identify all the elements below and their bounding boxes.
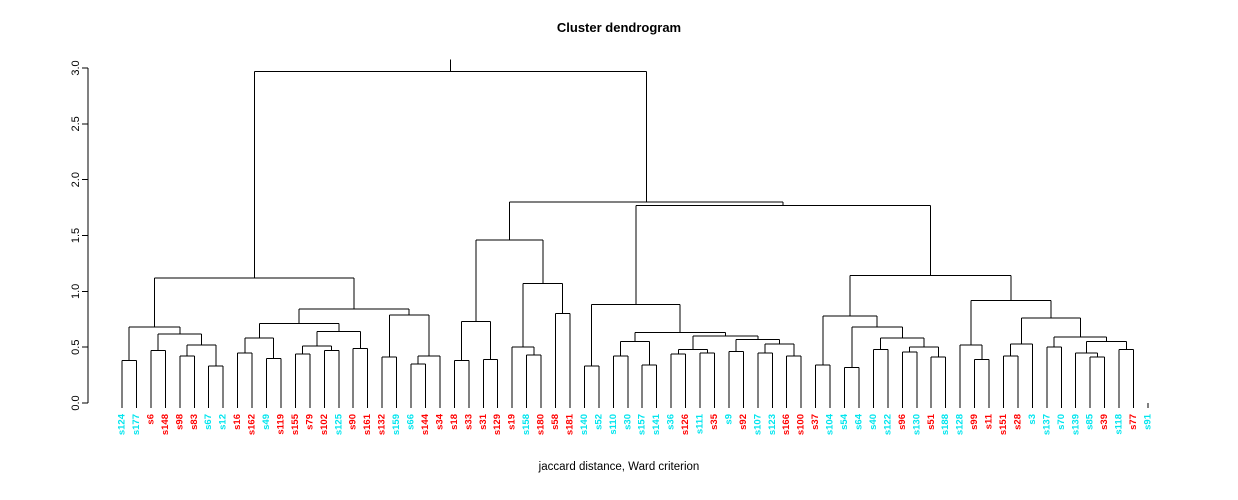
leaf-label: s54 [839, 413, 850, 430]
leaf-label: s151 [998, 413, 1009, 435]
leaf-label: s70 [1056, 414, 1067, 430]
leaf-label: s6 [145, 414, 156, 425]
leaf-label: s118 [1114, 414, 1125, 435]
leaf-label: s139 [1070, 414, 1081, 435]
leaf-label: s166 [781, 414, 792, 435]
leaf-label: s33 [463, 414, 474, 430]
leaf-label: s28 [1012, 414, 1023, 430]
leaf-label: s162 [247, 414, 258, 435]
leaf-label: s110 [608, 414, 619, 435]
leaf-label: s161 [362, 413, 373, 435]
leaf-label: s122 [882, 414, 893, 435]
leaf-label: s52 [593, 414, 604, 430]
y-axis-tick-label: 2.5 [70, 116, 82, 131]
leaf-label: s124 [117, 413, 128, 435]
leaf-label: s140 [579, 414, 590, 435]
leaf-label: s79 [304, 414, 315, 430]
leaf-label: s123 [767, 414, 778, 435]
leaf-label: s102 [319, 414, 330, 435]
leaf-label: s158 [521, 414, 532, 435]
y-axis-tick-label: 1.5 [70, 228, 82, 243]
leaf-label: s128 [955, 414, 966, 435]
leaf-label: s90 [348, 414, 359, 430]
y-axis-tick-label: 1.0 [70, 284, 82, 299]
leaf-label: s66 [406, 414, 417, 430]
leaf-label: s180 [536, 414, 547, 435]
leaf-label: s159 [391, 414, 402, 435]
y-axis-tick-label: 0.0 [70, 395, 82, 410]
leaf-label: s148 [160, 414, 171, 435]
leaf-label: s188 [940, 414, 951, 435]
leaf-label: s37 [810, 414, 821, 430]
leaf-label: s157 [637, 414, 648, 435]
leaf-label: s107 [752, 414, 763, 435]
leaf-label: s18 [449, 414, 460, 430]
leaf-label: s35 [709, 413, 720, 430]
leaf-label: s181 [564, 413, 575, 435]
leaf-label: s144 [420, 413, 431, 435]
y-axis-tick-label: 0.5 [70, 340, 82, 355]
leaf-label: s16 [232, 414, 243, 430]
leaf-label: s104 [825, 413, 836, 435]
leaf-label: s51 [926, 413, 937, 430]
x-axis-label: jaccard distance, Ward criterion [538, 461, 700, 473]
leaf-label: s141 [651, 413, 662, 435]
leaf-label: s83 [189, 414, 200, 430]
leaf-label: s129 [492, 414, 503, 435]
chart-title: Cluster dendrogram [557, 20, 681, 35]
leaf-label: s9 [723, 414, 734, 425]
leaf-label: s111 [695, 413, 706, 434]
leaf-label: s34 [434, 413, 445, 430]
leaf-label: s85 [1085, 413, 1096, 430]
leaf-label: s11 [984, 413, 995, 429]
leaf-label: s99 [969, 414, 980, 430]
leaf-label: s92 [738, 414, 749, 430]
leaf-label: s30 [622, 414, 633, 430]
leaf-label: s177 [131, 414, 142, 435]
leaf-label: s132 [377, 414, 388, 435]
leaf-label: s40 [868, 414, 879, 430]
leaf-label: s49 [261, 414, 272, 430]
y-axis-tick-label: 2.0 [70, 172, 82, 187]
leaf-label: s58 [550, 414, 561, 430]
leaf-label: s19 [507, 414, 518, 430]
dendrogram-branches [121, 59, 1135, 403]
leaf-label: s31 [478, 413, 489, 430]
leaf-label: s130 [911, 414, 922, 435]
leaf-label: s91 [1143, 413, 1154, 430]
leaf-label: s119 [275, 414, 286, 435]
leaf-label: s3 [1027, 414, 1038, 425]
leaf-label: s96 [897, 414, 908, 430]
leaf-label: s125 [333, 413, 344, 435]
leaf-label: s12 [218, 414, 229, 430]
leaf-tick-marks [121, 403, 1149, 408]
leaf-label: s100 [796, 414, 807, 435]
leaf-label: s126 [680, 414, 691, 435]
leaf-label: s67 [203, 414, 214, 430]
leaf-label: s155 [290, 413, 301, 435]
leaf-label: s137 [1041, 414, 1052, 435]
leaf-label: s39 [1099, 414, 1110, 430]
y-axis-tick-label: 3.0 [70, 60, 82, 75]
leaf-label: s77 [1128, 414, 1139, 430]
leaf-label: s64 [854, 413, 865, 430]
leaf-label: s36 [666, 414, 677, 430]
y-axis: 0.0 0.5 1.0 1.5 2.0 2.5 3.0 [70, 60, 89, 411]
leaf-label: s98 [174, 414, 185, 430]
